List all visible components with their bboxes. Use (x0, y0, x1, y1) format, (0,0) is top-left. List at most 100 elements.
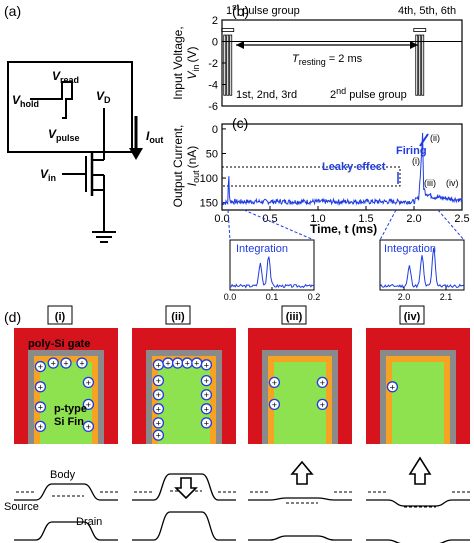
panel-b-ylabel: Input Voltage,Vin(V) (171, 26, 201, 99)
state-label-box (281, 305, 307, 325)
v-hold-label: Vhold (12, 93, 39, 109)
inset-xtick-label: 0.0 (224, 292, 237, 302)
inset-right-label: Integration (384, 243, 436, 255)
hole-circle (34, 401, 47, 413)
conduction-band (14, 483, 118, 501)
hole-sign: + (156, 431, 161, 441)
input-pulse (226, 34, 230, 96)
panel-c-ytick-label: 100 (200, 173, 218, 185)
band-shift-arrow-down (174, 477, 198, 500)
panel-b-ytick-label: 0 (212, 37, 218, 49)
hole-sign: + (165, 359, 170, 369)
v-d-label: VD (96, 89, 111, 105)
panel-c-xtick-label: 1.5 (358, 213, 373, 225)
hole-sign: + (51, 359, 56, 369)
fin-label-2: Si Fin (54, 416, 84, 428)
valence-band (14, 521, 118, 541)
hole-sign: + (204, 360, 209, 370)
fin-region (392, 362, 444, 444)
fin-region (158, 362, 210, 444)
input-pulse (223, 34, 227, 96)
mark-i: (i) (412, 156, 420, 166)
hole-sign: + (156, 404, 161, 414)
hole-circle (200, 359, 213, 371)
i-out-label: Iout (146, 129, 163, 145)
mark-ii: (ii) (430, 133, 440, 143)
inset-right-xticks: 2.0 2.1 (398, 287, 453, 302)
input-pulse (229, 34, 233, 96)
group1-label: 1st pulse group (226, 2, 300, 17)
drain-label: Drain (76, 516, 102, 528)
panel-d-states: (i)++++++++++(ii)+++++++++++++++(iii)+++… (14, 305, 470, 444)
v-in-label: Vin (40, 167, 56, 183)
hole-sign: + (320, 400, 325, 410)
conduction-band (366, 499, 470, 507)
valence-band (132, 511, 236, 541)
inset-left-trace (229, 256, 315, 289)
gate-label: poly-Si gate (28, 338, 90, 350)
pulse-source-box: Vread Vhold Vpulse (7, 61, 133, 153)
firing-arrow (419, 133, 429, 147)
hole-sign: + (79, 359, 84, 369)
hole-circle (152, 417, 165, 429)
hole-sign: + (38, 382, 43, 392)
state-label: (iii) (286, 311, 303, 323)
hole-sign: + (63, 359, 68, 369)
panel-d-label: (d) (4, 309, 21, 325)
panel-b-yticks: 20-2-4-6 (208, 15, 226, 113)
panel-c-ytick-label: 50 (206, 148, 218, 160)
inset-xtick-label: 0.2 (308, 292, 321, 302)
v-read-label: Vread (52, 69, 79, 85)
panel-c-xtick-label: 1.0 (310, 213, 325, 225)
conduction-band (248, 497, 352, 501)
band-shift-arrow-up (408, 456, 432, 485)
panel-b-pulses (221, 28, 427, 96)
pulses-123-label: 1st, 2nd, 3rd (236, 89, 297, 101)
hole-circle (152, 374, 165, 387)
panel-c-ylabel: Output Current,Iout(nA) (171, 125, 201, 208)
transistor-symbol (62, 108, 116, 243)
hole-circle (200, 417, 213, 429)
inset-xtick-label: 2.1 (440, 292, 453, 302)
hole-sign: + (38, 362, 43, 372)
panel-b-ytick-label: -6 (208, 101, 218, 113)
inset-xtick-label: 2.0 (398, 292, 411, 302)
hole-sign: + (86, 422, 91, 432)
panel-d-band-diagrams (14, 456, 470, 543)
hole-circle (76, 357, 88, 369)
hole-circle (316, 398, 329, 411)
panel-b-ytick-label: -4 (208, 80, 218, 92)
output-current-trace (221, 132, 463, 206)
source-label: Source (4, 501, 39, 513)
hole-sign: + (86, 378, 91, 388)
hole-circle (152, 429, 165, 441)
t-resting-label: Tresting = 2 ms (292, 53, 363, 67)
hole-sign: + (204, 418, 209, 428)
state-label: (ii) (171, 311, 185, 323)
hole-circle (200, 389, 213, 401)
hole-sign: + (156, 360, 161, 370)
hole-circle (34, 381, 47, 393)
input-pulse (418, 34, 422, 96)
panel-c-axes (221, 123, 463, 211)
hole-sign: + (38, 403, 43, 413)
input-pulse (421, 34, 425, 96)
hole-circle (34, 420, 47, 433)
panel-c-xtick-label: 2.5 (454, 213, 469, 225)
hole-sign: + (204, 390, 209, 400)
hole-circle (316, 376, 329, 389)
hole-circle (152, 389, 165, 401)
panel-c-ytick-label: 150 (200, 198, 218, 210)
v-pulse-label: Vpulse (48, 127, 80, 143)
panel-a-label: (a) (4, 3, 21, 19)
hole-circle (200, 403, 213, 415)
inset-right-trace (379, 248, 465, 289)
panel-c-ytick-label: 0 (212, 124, 218, 136)
hole-sign: + (194, 359, 199, 369)
t-resting-arrow (236, 41, 418, 49)
panel-b-label: (b) (232, 3, 249, 19)
input-pulse (415, 34, 419, 96)
pulse-group-cap (413, 28, 427, 33)
